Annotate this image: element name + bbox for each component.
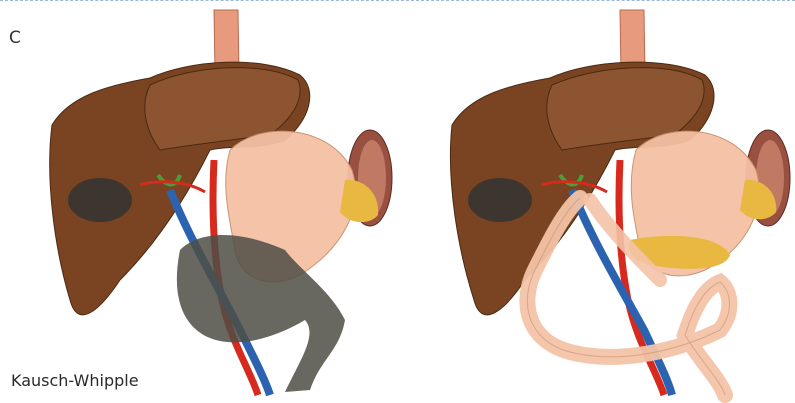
- anatomy-after-figure: [400, 0, 795, 403]
- caption: Kausch-Whipple: [11, 371, 139, 390]
- anatomy-before-figure: [0, 0, 400, 403]
- gallbladder: [68, 178, 132, 222]
- gallbladder: [468, 178, 532, 222]
